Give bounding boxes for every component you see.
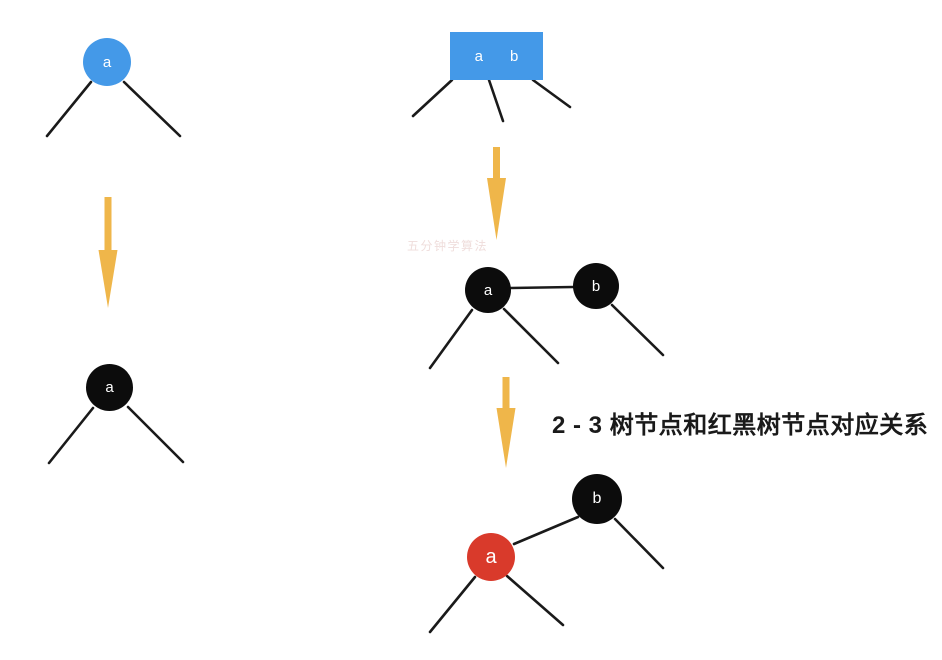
edge-bottree-a-right (505, 574, 565, 627)
edge-leftblack-left (47, 406, 95, 465)
left-rb-black-circle: a (86, 364, 133, 411)
edge-leftblack-right (126, 405, 185, 464)
right-3node-blue-rect: a b (450, 32, 543, 80)
edge-bottree-a-left (428, 575, 477, 634)
left-2node-blue-circle: a (83, 38, 131, 86)
midtree-a-label: a (483, 281, 493, 299)
edge-left2node-right (122, 80, 182, 138)
midtree-black-circle-b: b (573, 263, 619, 309)
bottree-red-circle-a: a (467, 533, 515, 581)
left-rb-black-label: a (105, 379, 114, 396)
edge-3node-middle (487, 78, 505, 123)
edge-3node-right (531, 78, 572, 109)
edge-3node-left (411, 78, 454, 118)
left-2node-label: a (102, 53, 112, 71)
midtree-black-circle-a: a (465, 267, 511, 313)
edge-midtree-a-left (428, 308, 474, 370)
diagram-title: 2 - 3 树节点和红黑树节点对应关系 (552, 412, 929, 439)
right-3node-key-right: b (510, 47, 519, 65)
right-3node-key-left: a (474, 47, 483, 65)
midtree-b-label: b (591, 277, 601, 295)
down-arrow-icon-left (98, 197, 118, 308)
watermark-text: 五分钟学算法 (407, 239, 489, 253)
bottree-b-label: b (592, 490, 602, 507)
edge-bottree-b-right (613, 517, 665, 570)
bottree-black-circle-b: b (572, 474, 622, 524)
edge-bottree-b-to-red-a (512, 515, 580, 546)
down-arrow-icon-right-2 (496, 377, 516, 468)
edge-left2node-left (45, 80, 93, 138)
edge-midtree-a-right (502, 307, 560, 365)
bottree-red-a-label: a (485, 545, 497, 568)
edge-midtree-b-right (610, 303, 665, 357)
down-arrow-icon-right-1 (487, 147, 506, 240)
edge-midtree-horizontal-link (509, 285, 575, 290)
